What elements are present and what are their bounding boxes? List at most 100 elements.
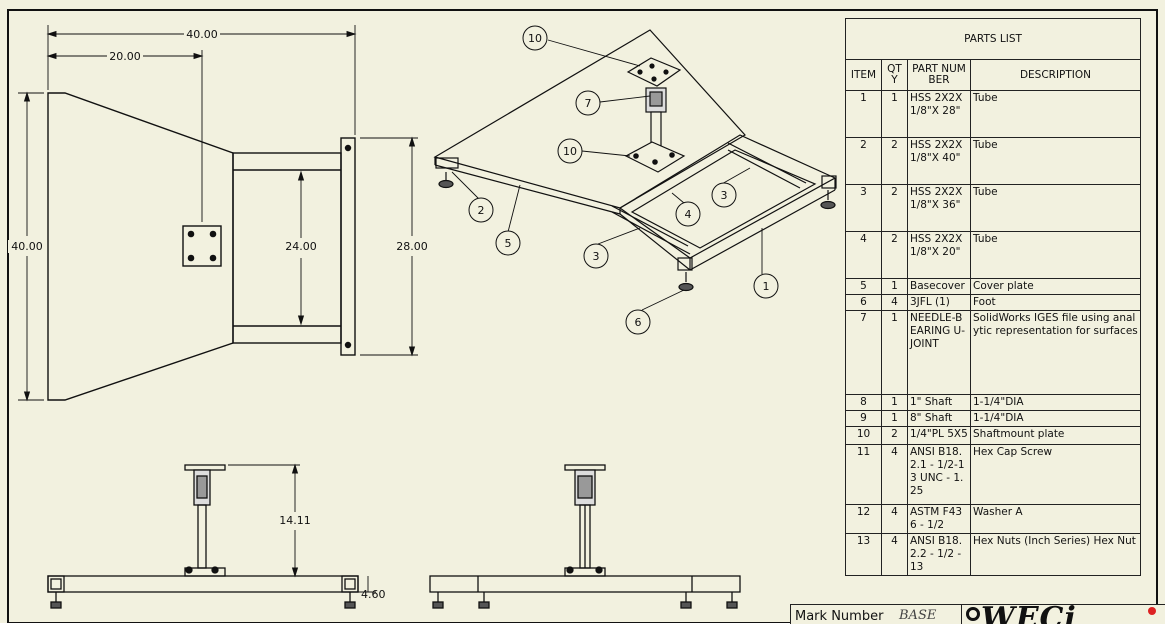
cell-item: 8 — [845, 394, 882, 411]
col-header-description: DESCRIPTION — [970, 59, 1141, 91]
cell-part-number: 1/4"PL 5X5 — [907, 426, 971, 445]
col-header-qty: QTY — [881, 59, 908, 91]
table-row: 3 2 HSS 2X2X1/8"X 36" Tube — [845, 184, 1141, 232]
col-header-part-number: PART NUMBER — [907, 59, 971, 91]
cell-qty: 2 — [881, 426, 908, 445]
cell-item: 9 — [845, 410, 882, 427]
dim-inner-span: 24.00 — [285, 240, 317, 253]
balloon-4: 4 — [685, 208, 692, 221]
side-base-frame — [429, 575, 741, 593]
balloons: 10 7 10 2 5 3 4 3 1 6 — [468, 25, 779, 335]
table-row: 5 1 Basecover Cover plate — [845, 278, 1141, 295]
cell-part-number: Basecover — [907, 278, 971, 295]
cell-qty: 4 — [881, 294, 908, 311]
table-row: 9 1 8" Shaft 1-1/4"DIA — [845, 410, 1141, 427]
cell-description: 1-1/4"DIA — [970, 410, 1141, 427]
logo-mark-icon — [966, 607, 980, 621]
cell-description: Cover plate — [970, 278, 1141, 295]
balloon-10-bottom: 10 — [563, 145, 577, 158]
cell-description: Foot — [970, 294, 1141, 311]
front-view-dimensions — [228, 463, 376, 593]
cell-item: 4 — [845, 231, 882, 279]
cell-qty: 4 — [881, 444, 908, 505]
shaft-mount-plate — [182, 225, 222, 267]
balloon-3-left: 3 — [593, 250, 600, 263]
isometric-view — [433, 29, 837, 292]
side-view — [429, 464, 741, 609]
cell-part-number: 3JFL (1) — [907, 294, 971, 311]
cell-part-number: HSS 2X2X1/8"X 28" — [907, 90, 971, 138]
cell-item: 13 — [845, 533, 882, 576]
cell-part-number: 1" Shaft — [907, 394, 971, 411]
cell-item: 3 — [845, 184, 882, 232]
cell-description: Tube — [970, 137, 1141, 185]
cell-qty: 2 — [881, 184, 908, 232]
table-row: 2 2 HSS 2X2X1/8"X 40" Tube — [845, 137, 1141, 185]
table-row: 7 1 NEEDLE-BEARING U-JOINT SolidWorks IG… — [845, 310, 1141, 395]
cell-part-number: ASTM F436 - 1/2 — [907, 504, 971, 534]
mark-number-label: Mark Number — [795, 609, 884, 624]
parts-list-header-row: ITEM QTY PART NUMBER DESCRIPTION — [845, 59, 1141, 91]
cell-item: 6 — [845, 294, 882, 311]
top-view — [47, 92, 356, 401]
balloon-10-top: 10 — [528, 32, 542, 45]
table-row: 10 2 1/4"PL 5X5 Shaftmount plate — [845, 426, 1141, 445]
company-logo: WECi — [981, 604, 1077, 624]
parts-list-table: PARTS LIST ITEM QTY PART NUMBER DESCRIPT… — [845, 18, 1141, 576]
cell-qty: 1 — [881, 410, 908, 427]
cell-description: Hex Cap Screw — [970, 444, 1141, 505]
dim-base-height: 4.60 — [361, 588, 386, 601]
cell-item: 1 — [845, 90, 882, 138]
dim-half-width: 20.00 — [109, 50, 141, 63]
sheet-border — [7, 9, 1158, 623]
cell-part-number: HSS 2X2X1/8"X 40" — [907, 137, 971, 185]
cell-item: 10 — [845, 426, 882, 445]
col-header-item: ITEM — [845, 59, 882, 91]
balloon-1: 1 — [763, 280, 770, 293]
balloon-7: 7 — [585, 97, 592, 110]
cell-part-number: ANSI B18.2.1 - 1/2-13 UNC - 1.25 — [907, 444, 971, 505]
cell-qty: 1 — [881, 90, 908, 138]
iso-top-plate — [626, 57, 682, 87]
table-row: 1 1 HSS 2X2X1/8"X 28" Tube — [845, 90, 1141, 138]
balloon-3-right: 3 — [721, 189, 728, 202]
parts-list-title: PARTS LIST — [845, 18, 1141, 60]
title-block-divider — [961, 605, 962, 624]
cell-part-number: ANSI B18.2.2 - 1/2 - 13 — [907, 533, 971, 576]
cell-description: Tube — [970, 184, 1141, 232]
end-plate — [340, 137, 356, 356]
cell-item: 5 — [845, 278, 882, 295]
cell-qty: 2 — [881, 137, 908, 185]
cell-description: 1-1/4"DIA — [970, 394, 1141, 411]
top-view-dimensions — [18, 25, 418, 402]
front-view — [47, 464, 359, 609]
cell-part-number: HSS 2X2X1/8"X 20" — [907, 231, 971, 279]
cell-description: SolidWorks IGES file using analytic repr… — [970, 310, 1141, 395]
cell-qty: 4 — [881, 533, 908, 576]
side-top-plate — [564, 464, 606, 471]
parts-list-title-row: PARTS LIST — [845, 18, 1141, 60]
cell-description: Washer A — [970, 504, 1141, 534]
table-row: 6 4 3JFL (1) Foot — [845, 294, 1141, 311]
dim-column-height: 14.11 — [279, 514, 311, 527]
cell-qty: 4 — [881, 504, 908, 534]
cell-item: 2 — [845, 137, 882, 185]
iso-base-plate — [624, 141, 686, 173]
cell-description: Hex Nuts (Inch Series) Hex Nut — [970, 533, 1141, 576]
iso-cover-plate — [433, 29, 746, 209]
cell-description: Tube — [970, 90, 1141, 138]
cell-part-number: 8" Shaft — [907, 410, 971, 427]
cell-item: 11 — [845, 444, 882, 505]
mark-number-value: BASE — [899, 608, 937, 623]
table-row: 11 4 ANSI B18.2.1 - 1/2-13 UNC - 1.25 He… — [845, 444, 1141, 505]
front-base-frame — [47, 575, 359, 593]
dim-top-width: 40.00 — [186, 28, 218, 41]
cell-qty: 1 — [881, 394, 908, 411]
table-row: 12 4 ASTM F436 - 1/2 Washer A — [845, 504, 1141, 534]
cell-part-number: NEEDLE-BEARING U-JOINT — [907, 310, 971, 395]
cell-description: Tube — [970, 231, 1141, 279]
cell-item: 7 — [845, 310, 882, 395]
table-row: 8 1 1" Shaft 1-1/4"DIA — [845, 394, 1141, 411]
